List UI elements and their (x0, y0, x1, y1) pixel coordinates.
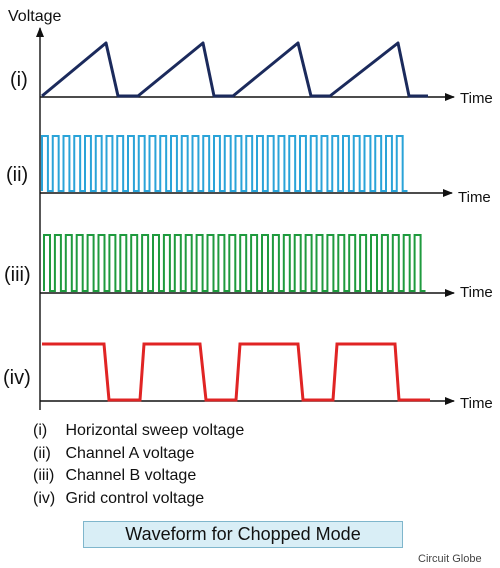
channel-b-pulse-wave (43, 234, 426, 292)
time-label-i: Time (460, 90, 493, 107)
legend-item-text: Channel A voltage (65, 444, 195, 462)
legend-item-text: Grid control voltage (65, 489, 205, 507)
row-label-iii: (iii) (4, 264, 31, 286)
diagram-caption: Waveform for Chopped Mode (83, 521, 403, 548)
time-label-iv: Time (460, 395, 493, 412)
sweep-sawtooth-wave (41, 41, 429, 98)
row-label-iv: (iv) (3, 367, 31, 389)
legend-item: (iv) Grid control voltage (33, 488, 244, 511)
voltage-axis-label: Voltage (8, 8, 61, 25)
source-credit: Circuit Globe (418, 553, 482, 565)
legend-list: (i) Horizontal sweep voltage (ii) Channe… (33, 420, 244, 510)
legend-item: (iii) Channel B voltage (33, 465, 244, 488)
time-label-iii: Time (460, 284, 493, 301)
row-label-ii: (ii) (6, 164, 28, 186)
legend-item-number: (i) (33, 422, 48, 439)
grid-control-square-wave (42, 342, 430, 402)
legend-item-text: Channel B voltage (65, 467, 197, 484)
legend-item-number: (ii) (33, 444, 51, 462)
legend-item-number: (iv) (33, 489, 56, 507)
legend-item: (i) Horizontal sweep voltage (33, 420, 244, 443)
time-label-ii: Time (458, 189, 491, 206)
row-label-i: (i) (10, 69, 28, 91)
legend-item-text: Horizontal sweep voltage (65, 422, 245, 439)
channel-a-pulse-wave (41, 135, 408, 192)
legend-item-number: (iii) (33, 467, 55, 484)
legend-item: (ii) Channel A voltage (33, 443, 244, 466)
